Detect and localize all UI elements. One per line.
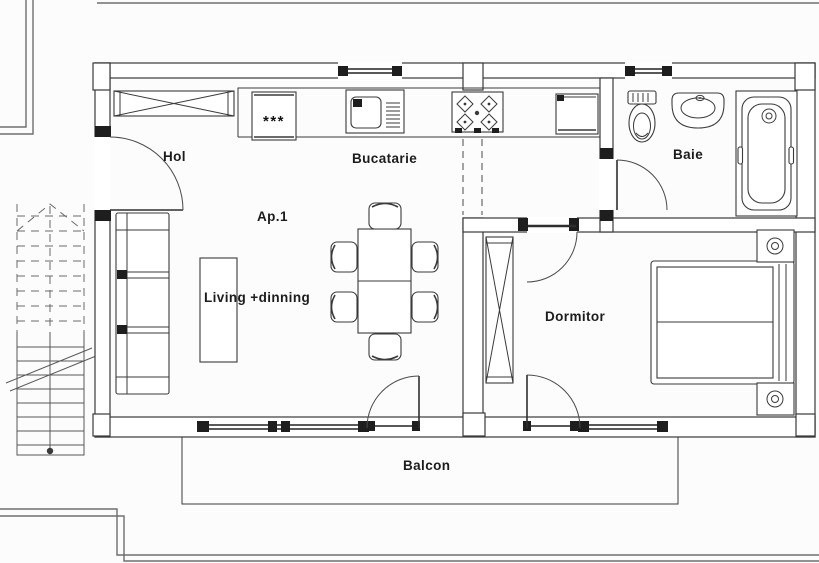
fridge-freezer-stars: *** xyxy=(263,113,285,130)
bedroom-wardrobe xyxy=(485,236,514,384)
column-se xyxy=(795,413,816,437)
kitchen-counter xyxy=(237,87,600,138)
nightstand-bottom xyxy=(756,382,795,416)
staircase xyxy=(5,203,97,456)
door-bathroom xyxy=(599,148,668,221)
hall-wardrobe xyxy=(113,90,235,117)
fridge: *** xyxy=(251,91,297,141)
door-bedroom xyxy=(518,217,579,283)
window-bathroom-north xyxy=(625,62,672,79)
door-entry xyxy=(94,126,184,221)
room-label-kitchen: Bucatarie xyxy=(352,151,417,166)
washing-machine xyxy=(555,93,599,135)
bathroom-sink xyxy=(671,92,725,129)
column-nw xyxy=(92,62,111,91)
stair-walkline-end-dot xyxy=(46,447,54,455)
coffee-table xyxy=(199,257,238,363)
wall-living-bedroom xyxy=(462,217,484,418)
toilet xyxy=(627,90,657,143)
sofa xyxy=(115,212,170,395)
window-bedroom-south xyxy=(578,418,668,436)
room-label-bathroom: Baie xyxy=(673,147,703,162)
column-s-mid xyxy=(462,412,486,437)
balcony-outline xyxy=(181,437,679,505)
room-label-living-dining: Living +dinning xyxy=(204,290,310,305)
wall-north xyxy=(94,62,816,79)
wall-east xyxy=(795,62,816,438)
dining-chairs xyxy=(330,202,439,361)
double-bed xyxy=(650,260,795,385)
room-label-hall: Hol xyxy=(163,149,186,164)
column-n-mid xyxy=(462,62,484,91)
column-sw xyxy=(92,413,111,437)
nightstand-top xyxy=(756,229,795,263)
window-kitchen-north xyxy=(338,62,402,79)
dining-table xyxy=(357,228,412,334)
door-balcony-living xyxy=(366,375,420,436)
bathtub xyxy=(735,90,798,217)
room-label-bedroom: Dormitor xyxy=(545,309,606,324)
kitchen-sink xyxy=(345,89,405,134)
stove xyxy=(451,91,504,133)
room-label-balcony: Balcon xyxy=(403,458,450,473)
room-label-apartment: Ap.1 xyxy=(257,209,288,224)
door-balcony-bedroom xyxy=(523,374,581,436)
wall-west xyxy=(94,62,111,438)
window-living-south xyxy=(197,418,370,436)
column-ne xyxy=(794,62,816,91)
kitchen-zone-dashed-line xyxy=(462,139,483,215)
